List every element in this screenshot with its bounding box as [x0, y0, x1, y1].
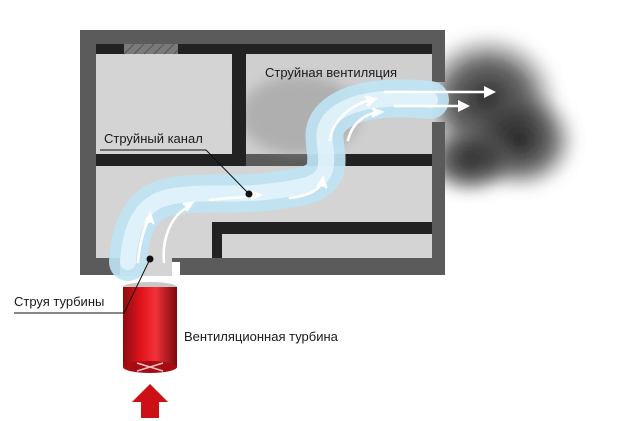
interior-walls [96, 44, 432, 258]
ventilation-turbine-label: Вентиляционная турбина [184, 329, 338, 344]
jet-ventilation-label: Струйная вентиляция [265, 65, 398, 80]
inlet-arrow-icon [132, 384, 168, 418]
leader-lines [14, 149, 253, 314]
turbine-jet-label: Струя турбины [14, 294, 105, 309]
flow-arrows [136, 95, 385, 264]
jet-channel-label: Струйный канал [104, 131, 203, 146]
roof-vent-panel [123, 43, 179, 55]
ventilation-turbine [123, 282, 177, 373]
exhaust-arrows [383, 86, 496, 112]
